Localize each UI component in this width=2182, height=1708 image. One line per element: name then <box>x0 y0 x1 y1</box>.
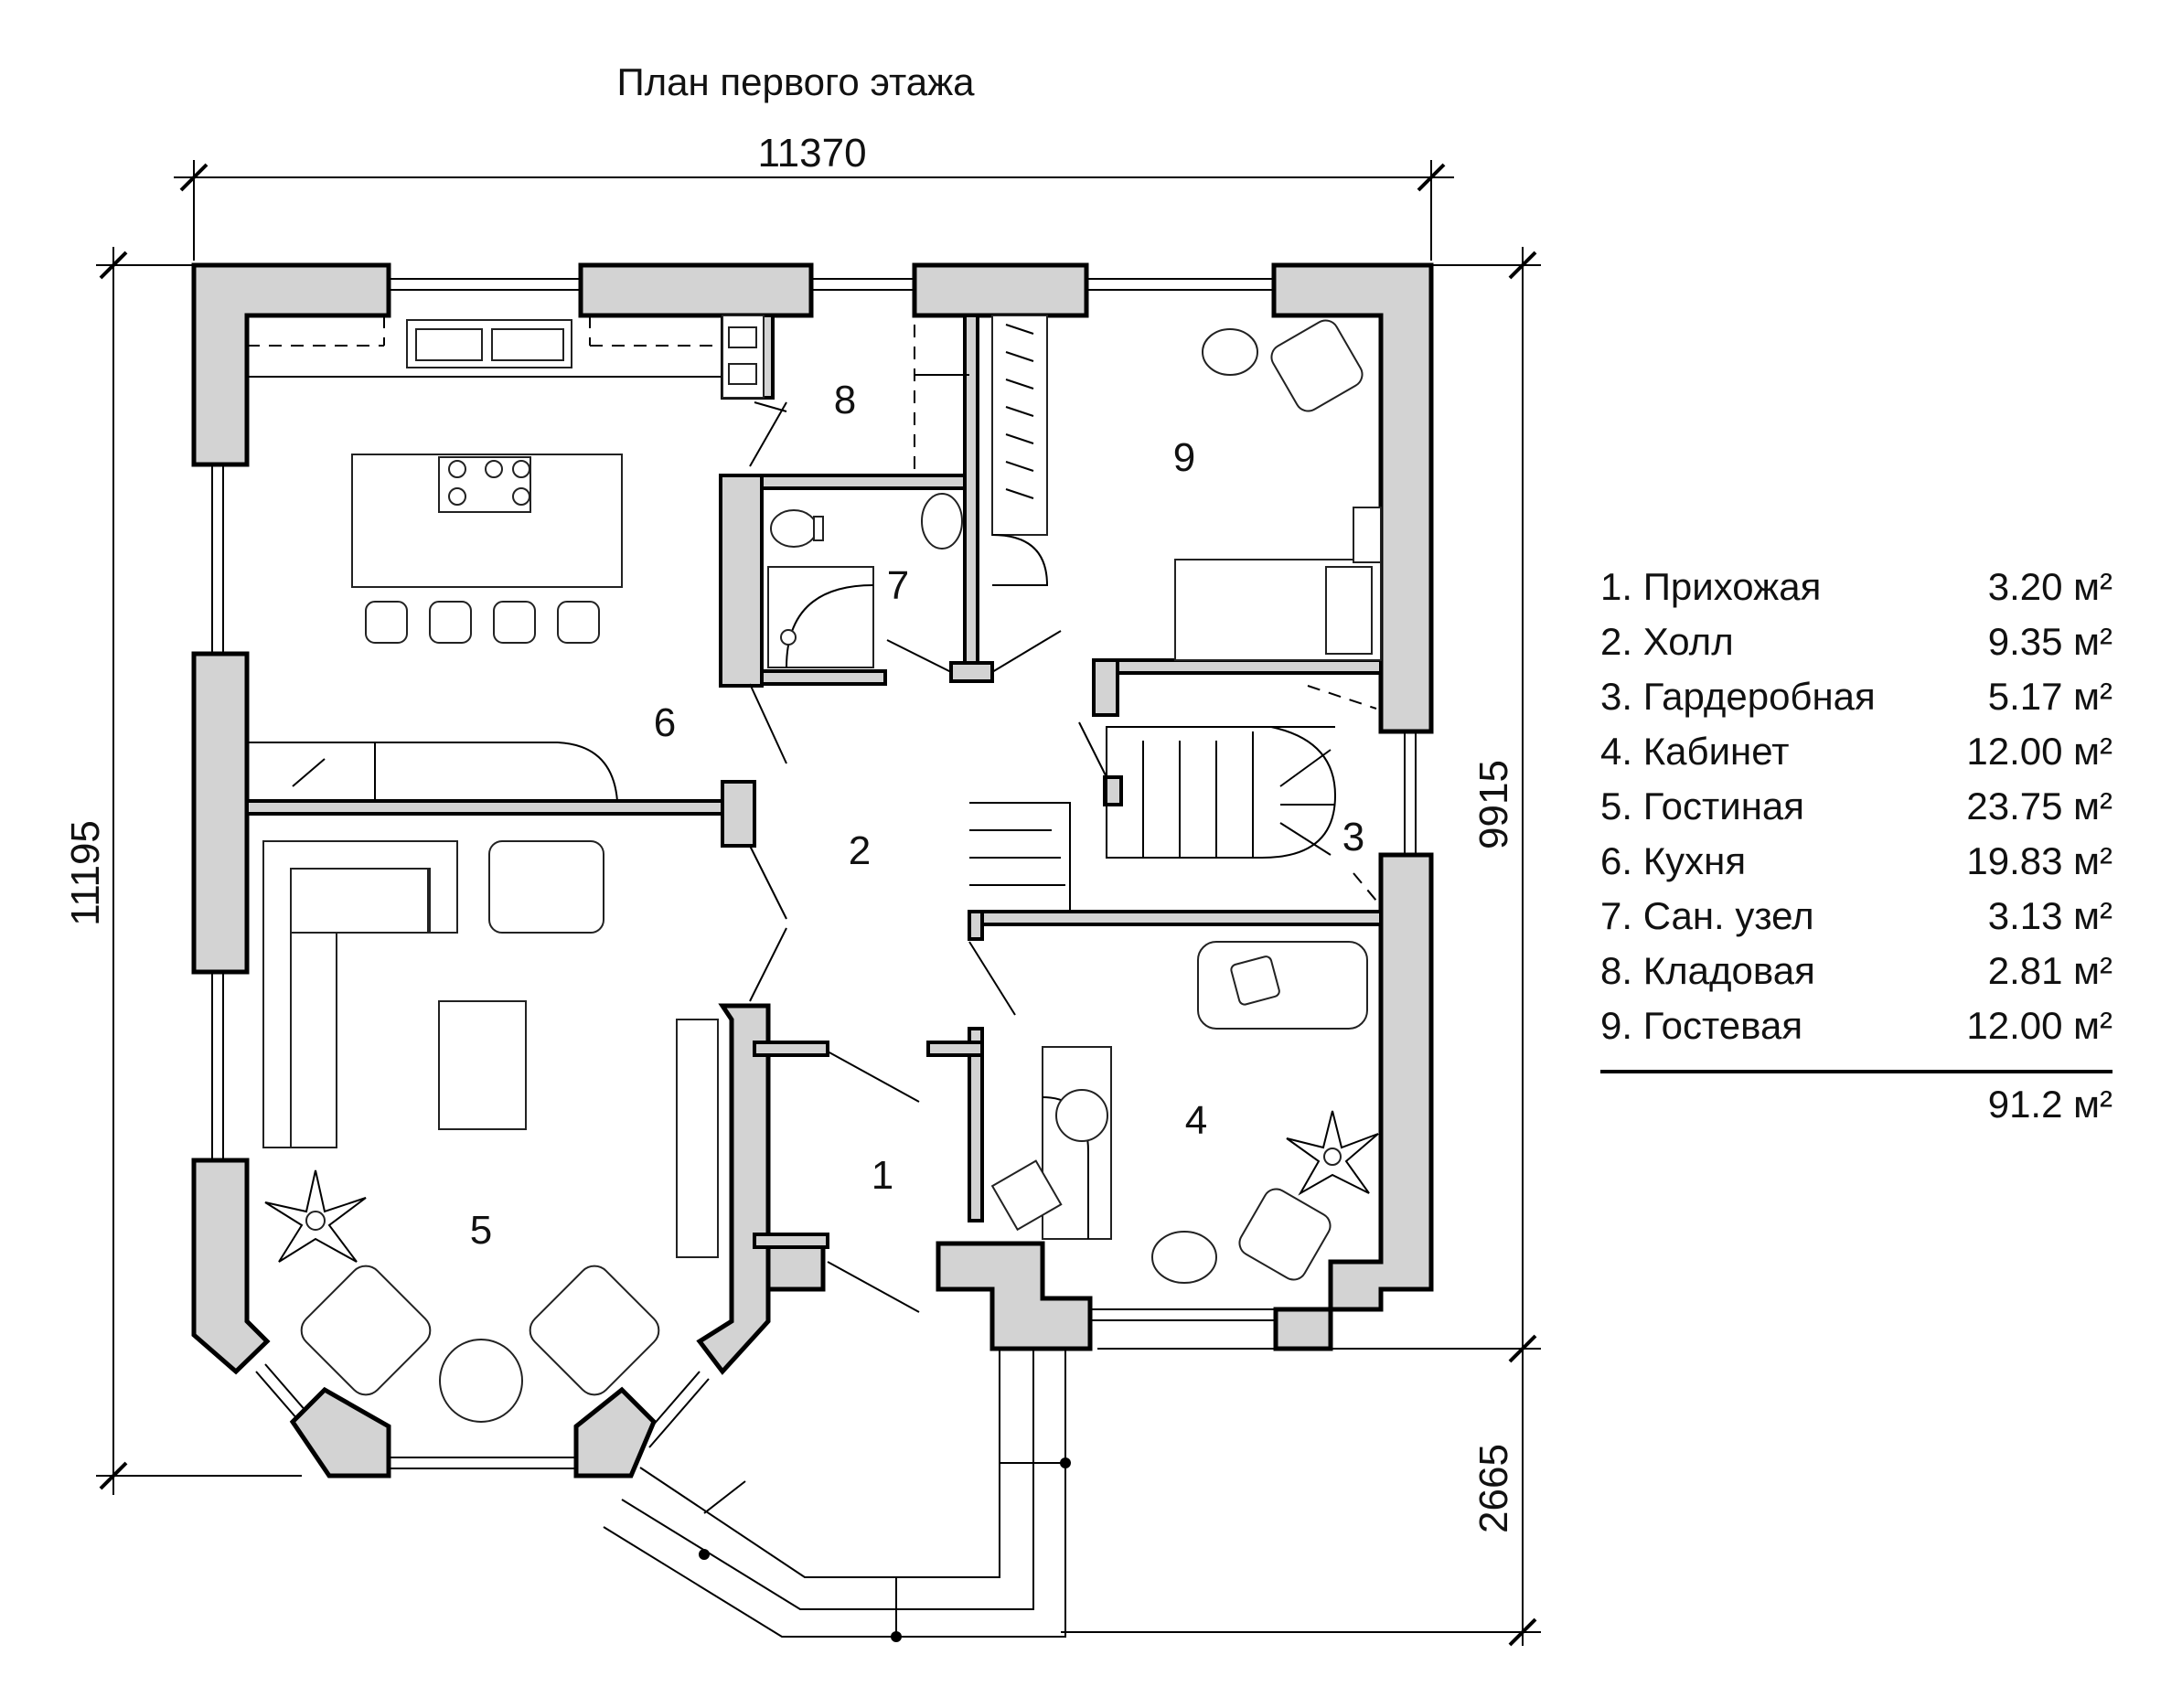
legend-room-area: 9.35 м² <box>1987 620 2112 663</box>
room-area-legend: 1. Прихожая 3.20 м² 2. Холл 9.35 м² 3. Г… <box>1600 560 2112 1132</box>
legend-room-name: 7. Сан. узел <box>1600 894 1814 937</box>
room-labels: 1 2 3 4 5 6 7 8 9 <box>470 378 1364 1253</box>
legend-room-name: 4. Кабинет <box>1600 730 1790 773</box>
legend-row: 9. Гостевая 12.00 м² <box>1600 998 2112 1053</box>
legend-room-name: 1. Прихожая <box>1600 565 1822 608</box>
legend-room-area: 12.00 м² <box>1966 1004 2112 1047</box>
legend-row: 7. Сан. узел 3.13 м² <box>1600 889 2112 944</box>
exterior-walls <box>191 262 1434 1478</box>
legend-room-name: 8. Кладовая <box>1600 949 1815 992</box>
living-room-furniture <box>262 840 719 1423</box>
legend-room-area: 5.17 м² <box>1987 675 2112 718</box>
legend-row: 1. Прихожая 3.20 м² <box>1600 560 2112 614</box>
legend-room-name: 6. Кухня <box>1600 839 1747 882</box>
legend-total-area: 91.2 м² <box>1987 1083 2112 1126</box>
legend-divider <box>1600 1070 2112 1073</box>
staircase <box>969 685 1377 912</box>
room-label-4: 4 <box>1185 1098 1207 1143</box>
storage-shelves <box>914 325 969 475</box>
dimension-lines <box>96 160 1541 1647</box>
legend-room-name: 2. Холл <box>1600 620 1734 663</box>
legend-row: 8. Кладовая 2.81 м² <box>1600 944 2112 998</box>
legend-room-area: 12.00 м² <box>1966 730 2112 773</box>
room-label-5: 5 <box>470 1208 492 1253</box>
legend-room-area: 19.83 м² <box>1966 839 2112 882</box>
legend-room-area: 3.13 м² <box>1987 894 2112 937</box>
dimension-top: 11370 <box>757 131 866 176</box>
room-label-2: 2 <box>849 828 871 873</box>
kitchen-furniture <box>247 315 765 802</box>
door-swings <box>749 401 1107 1313</box>
room-label-9: 9 <box>1173 435 1195 480</box>
legend-room-area: 23.75 м² <box>1966 785 2112 827</box>
legend-row: 3. Гардеробная 5.17 м² <box>1600 669 2112 724</box>
bathroom-fixtures <box>767 493 963 668</box>
legend-row: 4. Кабинет 12.00 м² <box>1600 724 2112 779</box>
legend-room-name: 3. Гардеробная <box>1600 675 1876 718</box>
room-label-7: 7 <box>887 563 909 608</box>
room-label-6: 6 <box>654 700 676 745</box>
legend-row: 6. Кухня 19.83 м² <box>1600 834 2112 889</box>
legend-room-name: 5. Гостиная <box>1600 785 1804 827</box>
legend-room-area: 3.20 м² <box>1987 565 2112 608</box>
room-label-1: 1 <box>872 1153 893 1198</box>
dimension-left: 11195 <box>63 820 108 926</box>
legend-row: 5. Гостиная 23.75 м² <box>1600 779 2112 834</box>
dimension-right-lower: 2665 <box>1471 1444 1516 1533</box>
entry-porch <box>603 1349 1071 1642</box>
plan-title: План первого этажа <box>616 60 975 103</box>
legend-room-name: 9. Гостевая <box>1600 1004 1803 1047</box>
guest-room-furniture <box>991 315 1382 661</box>
legend-room-area: 2.81 м² <box>1987 949 2112 992</box>
room-label-8: 8 <box>834 378 856 422</box>
room-label-3: 3 <box>1342 815 1364 859</box>
study-furniture <box>990 941 1379 1284</box>
dimension-right-upper: 9915 <box>1471 760 1516 849</box>
legend-row: 2. Холл 9.35 м² <box>1600 614 2112 669</box>
